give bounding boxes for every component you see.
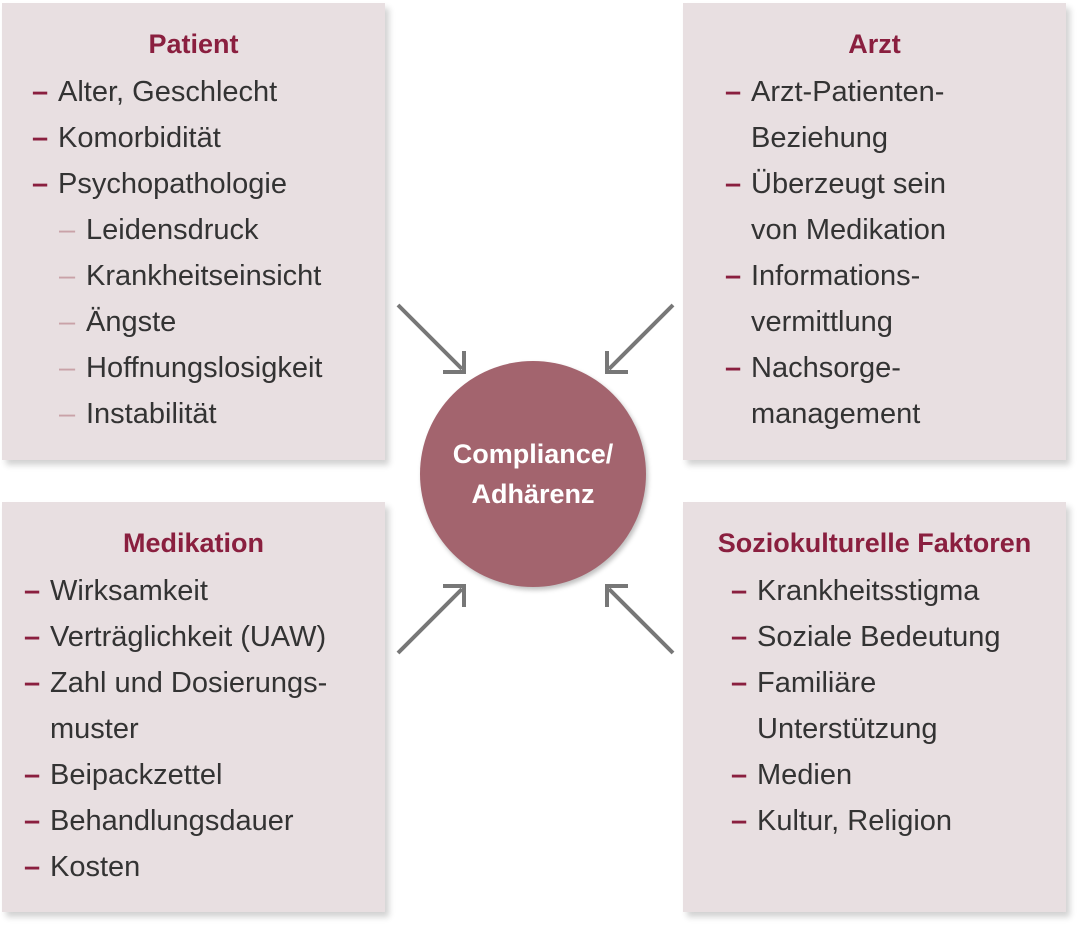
dash-icon: – [59,214,76,246]
list-item: –Wirksamkeit [24,568,385,614]
dash-icon: – [59,398,76,430]
list-item: –Behandlungsdauer [24,798,385,844]
list-item: –Kosten [24,844,385,890]
sub-list-item: –Krankheitseinsicht [59,253,385,299]
dash-icon: – [731,805,748,837]
list-item: –Beipackzettel [24,752,385,798]
dash-icon: – [59,260,76,292]
center-label-line1: Compliance/ [452,439,614,469]
dash-icon: – [725,168,742,200]
list-item: –Kultur, Religion [731,798,1066,844]
dash-icon: – [24,621,41,653]
dash-icon: – [731,667,748,699]
medikation-box: Medikation –Wirksamkeit –Verträglichkeit… [2,502,385,912]
arrow-patient-to-center-icon [396,303,466,374]
sub-list-item: –Ängste [59,299,385,345]
sub-list-item: –Hoffnungslosigkeit [59,345,385,391]
patient-title: Patient [148,29,239,59]
dash-icon: – [24,575,41,607]
list-item: –Psychopathologie [32,161,385,207]
dash-icon: – [731,621,748,653]
arrow-arzt-to-center-icon [605,303,675,374]
arrow-soziokulturell-to-center-icon [605,584,675,655]
arrow-medikation-to-center-icon [396,584,466,655]
dash-icon: – [59,352,76,384]
dash-icon: – [731,759,748,791]
patient-box: Patient –Alter, Geschlecht –Komorbidität… [2,3,385,460]
arzt-box: Arzt –Arzt-Patienten-Beziehung –Überzeug… [683,3,1066,460]
dash-icon: – [731,575,748,607]
list-item: –Arzt-Patienten-Beziehung [725,69,1066,161]
sub-list-item: –Instabilität [59,391,385,437]
list-item: –Verträglichkeit (UAW) [24,614,385,660]
dash-icon: – [725,352,742,384]
list-item: –Informations-vermittlung [725,253,1066,345]
arzt-title: Arzt [848,29,901,59]
list-item: –Medien [731,752,1066,798]
dash-icon: – [32,122,49,154]
dash-icon: – [32,76,49,108]
sub-list-item: –Leidensdruck [59,207,385,253]
list-item: –Krankheitsstigma [731,568,1066,614]
soziokulturell-box: Soziokulturelle Faktoren –Krankheitsstig… [683,502,1066,912]
dash-icon: – [725,260,742,292]
center-label-line2: Adhärenz [471,479,595,509]
list-item: –Alter, Geschlecht [32,69,385,115]
dash-icon: – [32,168,49,200]
list-item: –Zahl und Dosierungs-muster [24,660,385,752]
dash-icon: – [24,759,41,791]
dash-icon: – [24,851,41,883]
dash-icon: – [59,306,76,338]
soziokulturell-title: Soziokulturelle Faktoren [717,528,1032,558]
list-item: –Komorbidität [32,115,385,161]
dash-icon: – [24,805,41,837]
dash-icon: – [725,76,742,108]
compliance-adherence-node: Compliance/ Adhärenz [420,361,646,587]
list-item: –Nachsorge-management [725,345,1066,437]
list-item: –Soziale Bedeutung [731,614,1066,660]
medikation-title: Medikation [122,528,264,558]
dash-icon: – [24,667,41,699]
